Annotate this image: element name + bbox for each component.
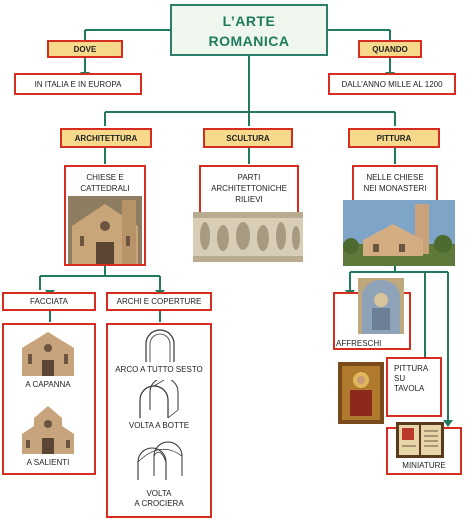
scultura-desc-line3: RILIEVI [235, 195, 263, 204]
scultura-desc-line2: ARCHITETTONICHE [211, 184, 287, 193]
cross-vault-caption: VOLTA A CROCIERA [108, 489, 210, 509]
pittura-tag: PITTURA [348, 128, 440, 148]
cathedral-image [68, 196, 142, 264]
quando-tag: QUANDO [358, 40, 422, 58]
archi-label: ARCHI E COPERTURE [116, 297, 202, 306]
fresco-image [358, 278, 404, 334]
round-arch-icon [145, 329, 175, 362]
dove-value-box: IN ITALIA E IN EUROPA [14, 73, 142, 95]
salienti-caption: A SALIENTI [26, 458, 70, 467]
scultura-desc-box: PARTI ARCHITETTONICHE RILIEVI [199, 165, 299, 215]
monastery-image [343, 200, 455, 266]
title-line1: L’ARTE [222, 13, 276, 29]
pittura-label: PITTURA [376, 133, 412, 143]
round-arch-caption: ARCO A TUTTO SESTO [115, 365, 203, 374]
scultura-label: SCULTURA [226, 133, 270, 143]
salienti-facade-image [22, 406, 74, 454]
dove-value: IN ITALIA E IN EUROPA [34, 79, 122, 89]
main-title: L’ARTE ROMANICA [170, 4, 328, 56]
architettura-desc-line2: CATTEDRALI [80, 184, 130, 193]
dove-tag: DOVE [47, 40, 123, 58]
title-line2: ROMANICA [208, 33, 290, 49]
cross-vault-caption-line2: A CROCIERA [134, 499, 184, 508]
scultura-desc-line1: PARTI [237, 173, 261, 182]
pittura-desc-box: NELLE CHIESE NEI MONASTERI [352, 165, 438, 203]
architettura-label: ARCHITETTURA [74, 133, 138, 143]
archi-box: ARCHI E COPERTURE [106, 292, 212, 311]
barrel-vault-caption: VOLTA A BOTTE [128, 421, 190, 430]
architettura-tag: ARCHITETTURA [60, 128, 152, 148]
pittura-desc-line2: NEI MONASTERI [363, 184, 427, 193]
tavola-caption-line1: PITTURA [394, 364, 429, 373]
panel-painting-image [338, 362, 384, 424]
tavola-caption: PITTURA SU TAVOLA [394, 364, 440, 394]
tavola-box [386, 357, 442, 417]
quando-label: QUANDO [372, 44, 408, 54]
facciata-box: FACCIATA [2, 292, 96, 311]
tavola-caption-line3: TAVOLA [394, 384, 425, 393]
scultura-tag: SCULTURA [203, 128, 293, 148]
cross-vault-icon [137, 441, 183, 480]
archi-examples-box [106, 323, 212, 518]
tavola-caption-line2: SU [394, 374, 406, 383]
miniature-manuscript-image [396, 422, 444, 458]
dove-label: DOVE [73, 44, 97, 54]
cross-vault-caption-line1: VOLTA [146, 489, 172, 498]
capanna-facade-image [22, 332, 74, 376]
quando-value: DALL’ANNO MILLE AL 1200 [341, 79, 443, 89]
architettura-desc-line1: CHIESE E [86, 173, 124, 182]
facciata-label: FACCIATA [30, 297, 68, 306]
relief-image [193, 212, 303, 262]
miniature-caption: MINIATURE [402, 461, 446, 470]
pittura-desc-line1: NELLE CHIESE [366, 173, 424, 182]
quando-value-box: DALL’ANNO MILLE AL 1200 [328, 73, 456, 95]
capanna-caption: A CAPANNA [25, 380, 71, 389]
affreschi-caption: AFFRESCHI [336, 339, 382, 348]
barrel-vault-icon [139, 380, 179, 419]
